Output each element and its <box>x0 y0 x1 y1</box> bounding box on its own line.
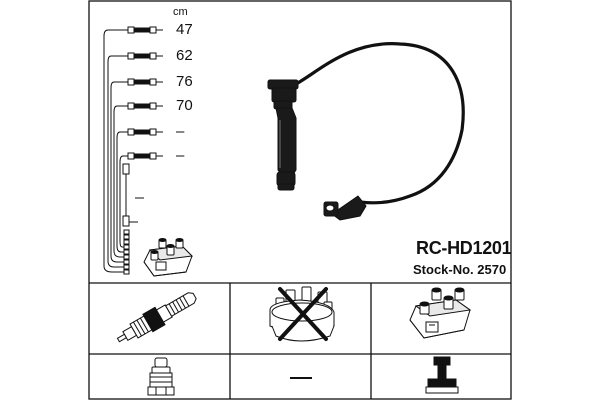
connector-row-4 <box>127 102 163 110</box>
connector-row-5 <box>127 128 163 136</box>
spark-plug-icon <box>116 292 197 343</box>
outer-border <box>88 0 512 400</box>
cable-set-schematic <box>103 29 144 273</box>
coil-boot <box>323 195 367 221</box>
lead-2-line <box>107 55 128 268</box>
connector-row-3 <box>127 78 163 86</box>
length-row-6: – <box>176 147 185 164</box>
lead-4-line <box>113 105 128 258</box>
ignition-cable-illustration <box>267 42 465 221</box>
coil-lead-connector <box>122 163 130 227</box>
length-unit-label: cm <box>173 6 188 18</box>
cable-wire <box>294 42 465 205</box>
coil-connector-icon <box>425 356 459 394</box>
terminal-nut-icon <box>147 357 175 396</box>
lead-5-line <box>116 131 128 253</box>
length-row-4: 70 <box>176 97 193 114</box>
lead-6-line <box>119 155 128 248</box>
connector-row-1 <box>127 26 163 34</box>
length-row-2: 62 <box>176 47 193 64</box>
length-row-3: 76 <box>176 73 193 90</box>
connector-row-6 <box>127 152 163 160</box>
plug-boot <box>267 79 299 191</box>
lead-3-line <box>110 81 128 263</box>
lead-connectors <box>122 26 163 275</box>
connector-row-2 <box>127 52 163 60</box>
coil-pack-small-icon <box>143 238 194 277</box>
stock-number: Stock-No. 2570 <box>413 262 507 277</box>
length-row-5: – <box>176 123 185 140</box>
ignition-coil-icon <box>409 287 472 339</box>
terminal-stack <box>123 229 130 275</box>
crossed-out-mark <box>278 287 328 341</box>
frame <box>88 0 512 400</box>
lead-1-line <box>103 29 128 273</box>
length-row-1: 47 <box>176 21 193 38</box>
part-number: RC-HD1201 <box>416 238 512 258</box>
